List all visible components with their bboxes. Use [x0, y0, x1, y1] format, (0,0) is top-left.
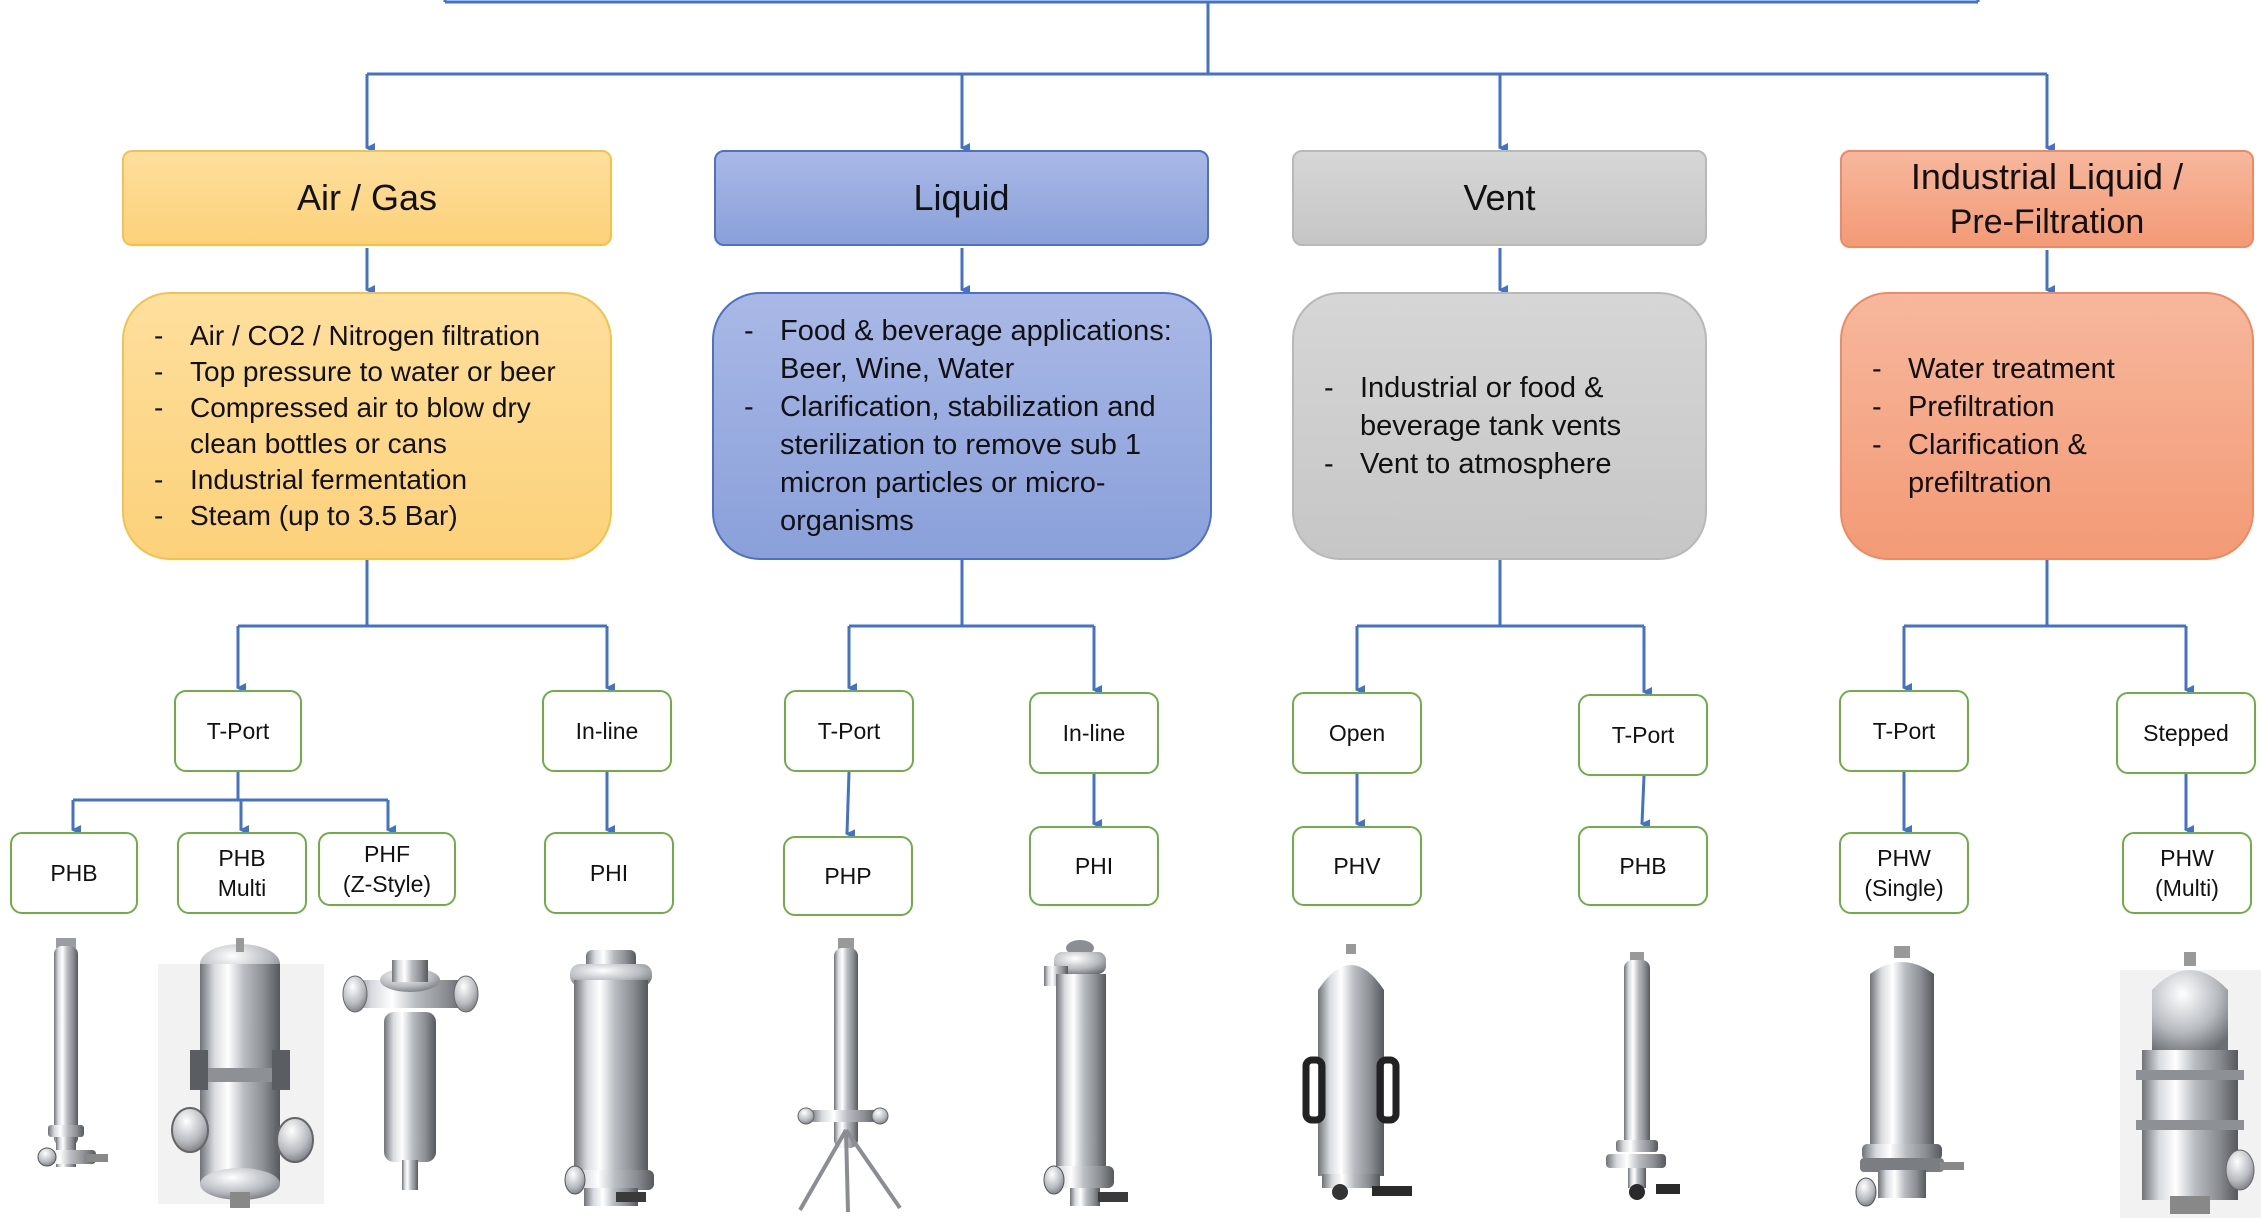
type-node-vent-open: Open: [1292, 692, 1422, 774]
type-label: In-line: [1062, 720, 1126, 746]
bullet-item: Industrial fermentation: [146, 462, 590, 498]
model-node-phb: PHB: [10, 832, 138, 914]
filter-housing-icon: [1302, 944, 1412, 1200]
type-label: T-Port: [1872, 718, 1936, 744]
bullet-item: Clarification, stabilization and sterili…: [736, 388, 1188, 540]
z-style-filter-housing-icon: [342, 960, 479, 1190]
type-label: In-line: [575, 718, 639, 744]
category-header-vent: Vent: [1292, 150, 1707, 246]
model-node-phv: PHV: [1292, 826, 1422, 906]
model-label-line-1: PHB: [218, 845, 266, 871]
model-label: PHB: [50, 860, 98, 886]
model-node-phi-liquid: PHI: [1029, 826, 1159, 906]
filter-housing-icon: [1855, 946, 1964, 1207]
model-label-line-1: PHF: [364, 841, 410, 867]
category-header-air-gas: Air / Gas: [122, 150, 612, 246]
filter-housing-icon: [564, 950, 654, 1206]
bullet-item: Food & beverage applications: Beer, Wine…: [736, 312, 1188, 388]
model-label-line-2: (Multi): [2155, 875, 2219, 901]
type-node-air-tport: T-Port: [174, 690, 302, 772]
model-label: PHI: [589, 860, 629, 886]
bullet-item: Industrial or food & beverage tank vents: [1316, 369, 1681, 445]
model-label: PHV: [1333, 853, 1381, 879]
bullet-item: Air / CO2 / Nitrogen filtration: [146, 318, 590, 354]
category-title: Liquid: [913, 176, 1010, 218]
bullet-item: Water treatment: [1864, 350, 2228, 388]
model-label-line-2: (Single): [1864, 875, 1944, 901]
type-label: Open: [1328, 720, 1386, 746]
model-node-phi-air: PHI: [544, 832, 674, 914]
filter-housing-icon: [37, 938, 108, 1167]
category-header-liquid: Liquid: [714, 150, 1209, 246]
type-node-liquid-tport: T-Port: [784, 690, 914, 772]
model-label-line-2: (Z-Style): [342, 871, 432, 897]
bullet-item: Compressed air to blow dry clean bottles…: [146, 390, 590, 462]
model-label: PHP: [824, 863, 872, 889]
type-node-industrial-stepped: Stepped: [2116, 692, 2256, 774]
model-node-phb-vent: PHB: [1578, 826, 1708, 906]
category-header-industrial-liquid: Industrial Liquid / Pre-Filtration: [1840, 150, 2254, 248]
description-air-gas: Air / CO2 / Nitrogen filtration Top pres…: [122, 292, 612, 560]
description-vent: Industrial or food & beverage tank vents…: [1292, 292, 1707, 560]
type-node-air-inline: In-line: [542, 690, 672, 772]
type-label: Stepped: [2143, 720, 2229, 746]
bullet-item: Clarification & prefiltration: [1864, 426, 2228, 502]
multi-filter-housing-icon: [2120, 952, 2261, 1218]
type-node-vent-tport: T-Port: [1578, 694, 1708, 776]
product-images: [37, 938, 2261, 1218]
model-label: PHB: [1619, 853, 1667, 879]
category-title: Air / Gas: [296, 176, 438, 218]
model-node-phw-multi: PHW (Multi): [2122, 832, 2252, 914]
type-label: T-Port: [1611, 722, 1675, 748]
description-industrial-liquid: Water treatment Prefiltration Clarificat…: [1840, 292, 2254, 560]
model-label-line-1: PHW: [2160, 845, 2214, 871]
type-label: T-Port: [817, 718, 881, 744]
type-node-industrial-tport: T-Port: [1839, 690, 1969, 772]
model-node-phf: PHF (Z-Style): [318, 832, 456, 906]
filter-housing-icon: [1606, 952, 1680, 1200]
model-label-line-1: PHW: [1877, 845, 1931, 871]
model-label-line-2: Multi: [217, 875, 267, 901]
filter-housing-icon: [1043, 940, 1128, 1206]
bullet-list: Industrial or food & beverage tank vents…: [1316, 369, 1681, 483]
bullet-list: Air / CO2 / Nitrogen filtration Top pres…: [146, 318, 590, 534]
category-title-line-2: Pre-Filtration: [1949, 203, 2145, 242]
bullet-item: Steam (up to 3.5 Bar): [146, 498, 590, 534]
bullet-list: Water treatment Prefiltration Clarificat…: [1864, 350, 2228, 502]
type-node-liquid-inline: In-line: [1029, 692, 1159, 774]
tripod-filter-housing-icon: [797, 938, 902, 1213]
multi-filter-housing-icon: [158, 938, 324, 1208]
model-node-php: PHP: [783, 836, 913, 916]
description-liquid: Food & beverage applications: Beer, Wine…: [712, 292, 1212, 560]
model-node-phb-multi: PHB Multi: [177, 832, 307, 914]
category-title-line-1: Industrial Liquid /: [1910, 155, 2184, 197]
type-label: T-Port: [206, 718, 270, 744]
model-node-phw-single: PHW (Single): [1839, 832, 1969, 914]
bullet-list: Food & beverage applications: Beer, Wine…: [736, 312, 1188, 540]
bullet-item: Top pressure to water or beer: [146, 354, 590, 390]
category-title: Vent: [1463, 176, 1536, 218]
bullet-item: Prefiltration: [1864, 388, 2228, 426]
bullet-item: Vent to atmosphere: [1316, 445, 1681, 483]
model-label: PHI: [1074, 853, 1114, 879]
